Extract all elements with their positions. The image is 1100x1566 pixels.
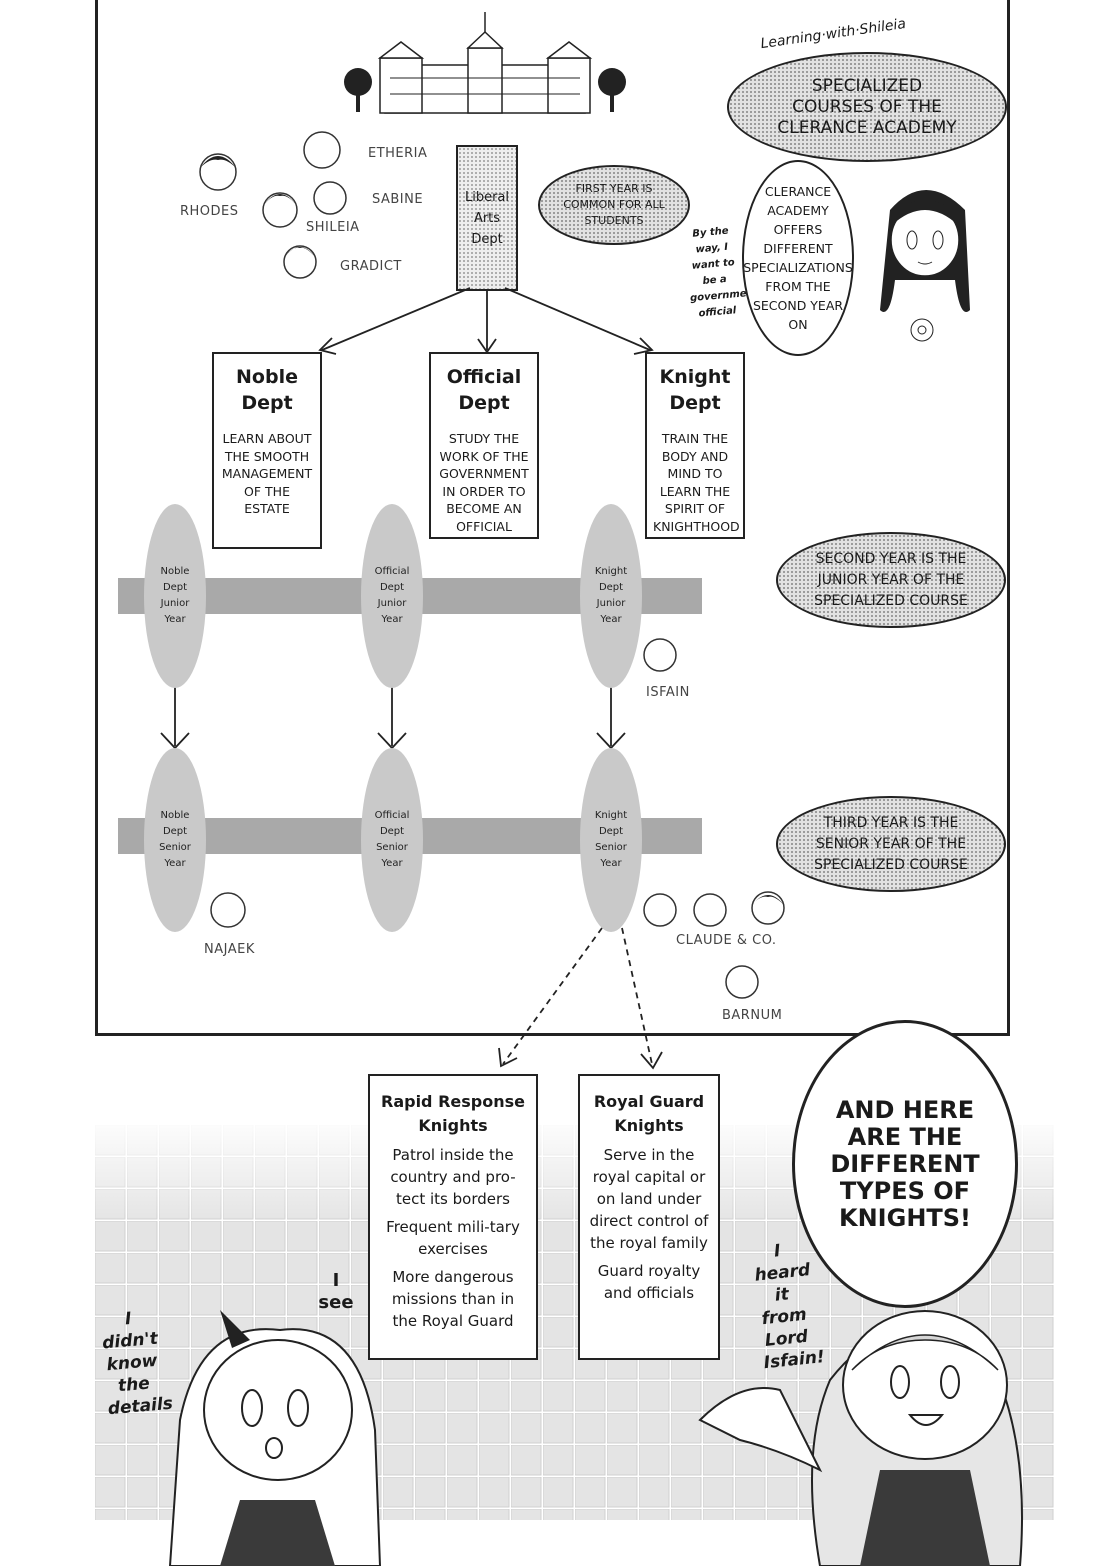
rapid-response-line-3: More dangerous missions than in the Roya… — [391, 1268, 515, 1330]
diagram-frame — [95, 0, 1010, 1036]
royal-guard-line-2: Guard royalty and officials — [597, 1262, 701, 1302]
official-senior-label: Official Dept Senior Year — [374, 810, 410, 869]
senior-year-note: Third year is the senior year of the spe… — [814, 814, 968, 873]
label-rhodes: Rhodes — [180, 204, 239, 219]
knight-junior-ellipse: Knight Dept Junior Year — [580, 504, 642, 688]
rapid-response-title: Rapid Response Knights — [381, 1092, 525, 1135]
official-dept-title: Official Dept — [446, 366, 522, 414]
academy-building-illustration — [344, 12, 626, 114]
academy-info-bubble: Clerance Academy offers different specia… — [742, 160, 854, 356]
knight-students-illustration — [210, 638, 785, 999]
official-dept-box: Official Dept Study the work of the gove… — [429, 352, 539, 539]
label-gradict: Gradict — [340, 259, 402, 274]
label-najaek: Najaek — [204, 942, 255, 957]
junior-year-cloud: Second year is the junior year of the sp… — [776, 532, 1006, 628]
knight-senior-label: Knight Dept Senior Year — [594, 810, 628, 869]
official-senior-ellipse: Official Dept Senior Year — [361, 748, 423, 932]
liberal-arts-label: Liberal Arts Dept — [464, 189, 510, 247]
noble-senior-ellipse: Noble Dept Senior Year — [144, 748, 206, 932]
knight-senior-ellipse: Knight Dept Senior Year — [580, 748, 642, 932]
royal-guard-line-1: Serve in the royal capital or on land un… — [589, 1146, 709, 1252]
first-year-note: First year is common for all students — [563, 182, 665, 227]
noble-dept-desc: Learn about the smooth management of the… — [221, 431, 313, 516]
rapid-response-line-1: Patrol inside the country and pro-tect i… — [390, 1146, 516, 1208]
royal-guard-title: Royal Guard Knights — [593, 1092, 705, 1135]
official-junior-ellipse: Official Dept Junior Year — [361, 504, 423, 688]
shileia-illustration — [880, 190, 970, 342]
noble-junior-label: Noble Dept Junior Year — [160, 566, 190, 625]
label-sabine: Sabine — [372, 192, 424, 207]
junior-year-note: Second year is the junior year of the sp… — [814, 550, 968, 609]
knight-dept-desc: Train the body and mind to learn the spi… — [653, 431, 740, 534]
knight-junior-label: Knight Dept Junior Year — [594, 566, 628, 625]
label-isfain: Isfain — [646, 685, 690, 700]
noble-dept-title: Noble Dept — [236, 366, 298, 414]
rapid-response-box: Rapid Response Knights Patrol inside the… — [368, 1074, 538, 1360]
label-shileia: Shileia — [306, 220, 360, 235]
senior-year-cloud: Third year is the senior year of the spe… — [776, 796, 1006, 892]
title-cloud: Specialized Courses of the Clerance Acad… — [727, 52, 1007, 162]
rapid-response-line-2: Frequent mili-tary exercises — [386, 1218, 520, 1258]
noble-junior-ellipse: Noble Dept Junior Year — [144, 504, 206, 688]
liberal-arts-box: Liberal Arts Dept — [456, 145, 518, 291]
noble-dept-box: Noble Dept Learn about the smooth manage… — [212, 352, 322, 549]
label-barnum: Barnum — [722, 1008, 783, 1023]
label-etheria: Etheria — [368, 146, 428, 161]
label-claude: Claude & co. — [676, 933, 777, 948]
knight-dept-title: Knight Dept — [659, 366, 731, 414]
student-heads-illustration — [199, 131, 347, 279]
academy-info-text: Clerance Academy offers different specia… — [743, 184, 853, 332]
i-see-note: I see — [318, 1270, 354, 1313]
official-dept-desc: Study the work of the government in orde… — [439, 431, 529, 534]
knights-speech-bubble: And here are the different types of knig… — [792, 1020, 1018, 1308]
knight-dept-box: Knight Dept Train the body and mind to l… — [645, 352, 745, 539]
noble-senior-label: Noble Dept Senior Year — [159, 810, 191, 869]
knights-speech-text: And here are the different types of knig… — [830, 1095, 980, 1232]
bottom-characters-illustration — [168, 1310, 1023, 1566]
official-junior-label: Official Dept Junior Year — [374, 566, 410, 625]
page-title: Specialized Courses of the Clerance Acad… — [777, 75, 957, 138]
first-year-cloud: First year is common for all students — [538, 165, 690, 245]
royal-guard-box: Royal Guard Knights Serve in the royal c… — [578, 1074, 720, 1360]
